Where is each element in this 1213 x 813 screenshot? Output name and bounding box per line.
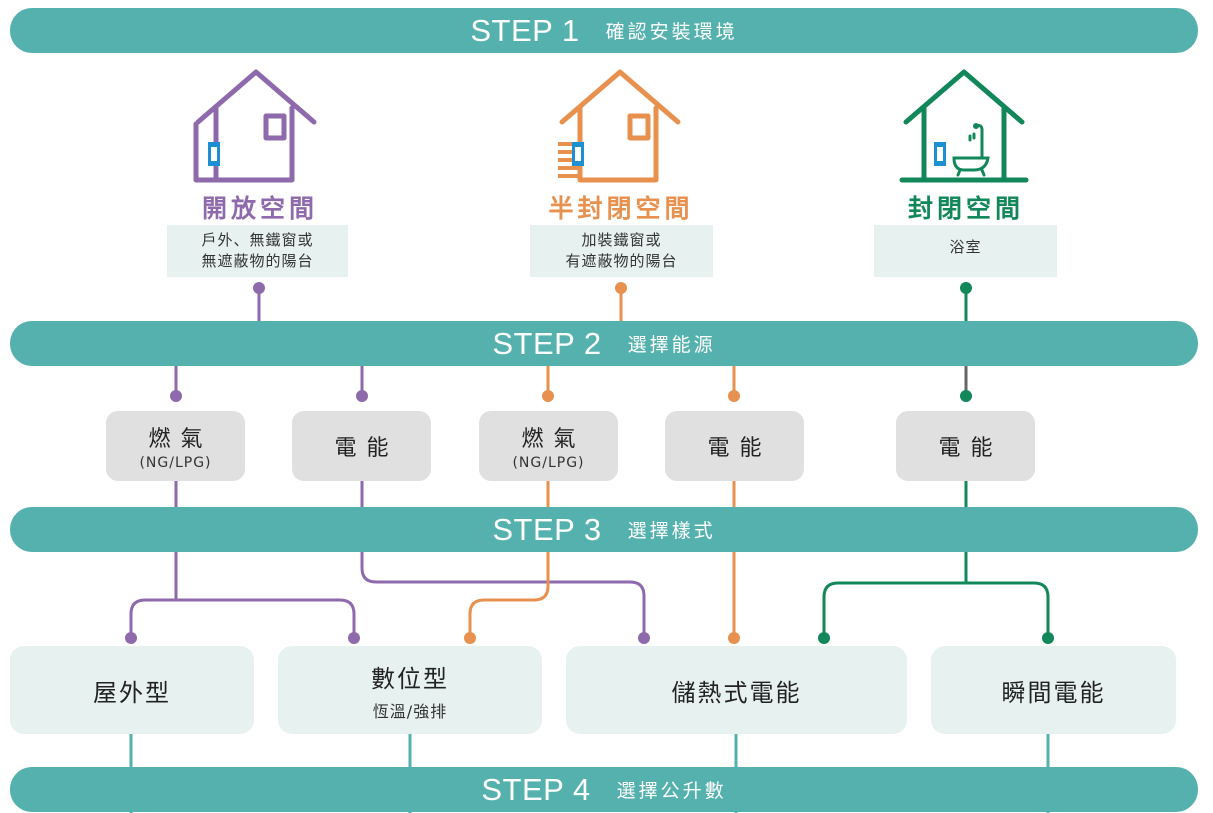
energy-sublabel: (NG/LPG)	[512, 455, 585, 471]
connector-dot	[818, 632, 830, 644]
step-label: STEP 3	[492, 511, 602, 547]
connector-dot	[464, 632, 476, 644]
step-label: STEP 2	[492, 325, 602, 361]
description-line: 有遮蔽物的陽台	[565, 252, 678, 270]
semi-closed-space-title: 半封閉空間	[548, 194, 694, 223]
step-label: STEP 1	[470, 12, 580, 48]
connector-dot	[638, 632, 650, 644]
connector-dot	[728, 632, 740, 644]
description-line: 無遮蔽物的陽台	[201, 252, 314, 270]
semi-closed-space-description: 加裝鐵窗或 有遮蔽物的陽台	[530, 225, 713, 277]
style-option-outdoor: 屋外型	[10, 646, 254, 734]
energy-option-gas: 燃氣 (NG/LPG)	[479, 411, 618, 481]
connector-dot	[615, 282, 627, 294]
energy-to-step3-connectors	[174, 481, 968, 508]
style-label: 屋外型	[93, 678, 171, 707]
energy-option-electric: 電能	[896, 411, 1035, 481]
open-space-description: 戶外、無鐵窗或 無遮蔽物的陽台	[167, 225, 348, 277]
description-line: 浴室	[949, 238, 982, 256]
step-title: 選擇樣式	[627, 520, 716, 542]
step-title: 選擇能源	[627, 334, 716, 356]
step-1-bar: STEP 1 確認安裝環境	[10, 8, 1198, 53]
description-line: 戶外、無鐵窗或	[201, 231, 314, 249]
closed-space-description: 浴室	[874, 225, 1057, 277]
energy-label: 燃氣	[521, 427, 586, 452]
step-4-bar: STEP 4 選擇公升數	[10, 767, 1198, 812]
energy-option-gas: 燃氣 (NG/LPG)	[106, 411, 245, 481]
open-space-title: 開放空間	[201, 194, 318, 223]
connector-dot	[960, 282, 972, 294]
style-option-storage-electric: 儲熱式電能	[566, 646, 907, 734]
connector-gas-branch	[129, 551, 356, 638]
description-line: 加裝鐵窗或	[581, 231, 662, 249]
connector-dot	[1042, 632, 1054, 644]
step-title: 確認安裝環境	[605, 21, 738, 43]
step-2-bar: STEP 2 選擇能源	[10, 321, 1198, 366]
connector-dot	[960, 390, 972, 402]
style-connectors	[125, 551, 1054, 644]
connector-dot	[356, 390, 368, 402]
open-space-house-icon	[193, 69, 317, 183]
energy-label: 電能	[938, 436, 1003, 461]
energy-label: 燃氣	[148, 427, 213, 452]
style-option-digital: 數位型 恆溫/強排	[278, 646, 542, 734]
connector-gas-to-digital	[468, 551, 550, 638]
style-sublabel: 恆溫/強排	[372, 701, 448, 721]
energy-label: 電能	[334, 436, 399, 461]
connector-dot	[125, 632, 137, 644]
energy-label: 電能	[707, 436, 772, 461]
connector-dot	[253, 282, 265, 294]
step-title: 選擇公升數	[616, 780, 727, 802]
closed-space-house-icon	[899, 69, 1029, 183]
connector-dot	[728, 390, 740, 402]
style-label: 儲熱式電能	[671, 678, 802, 707]
style-label: 數位型	[371, 664, 449, 693]
connector-electric-branch	[822, 551, 1050, 638]
style-option-instant-electric: 瞬間電能	[931, 646, 1176, 734]
energy-option-electric: 電能	[292, 411, 431, 481]
step-label: STEP 4	[481, 771, 591, 807]
connector-dot	[542, 390, 554, 402]
connector-electric-to-storage	[360, 551, 646, 638]
connector-dot	[348, 632, 360, 644]
step-3-bar: STEP 3 選擇樣式	[10, 507, 1198, 552]
closed-space-title: 封閉空間	[907, 194, 1024, 223]
space-connectors	[253, 282, 972, 322]
energy-connectors	[170, 365, 972, 402]
energy-option-electric: 電能	[665, 411, 804, 481]
style-label: 瞬間電能	[1001, 678, 1106, 707]
semi-closed-space-house-icon	[558, 69, 681, 183]
connector-dot	[170, 390, 182, 402]
energy-sublabel: (NG/LPG)	[139, 455, 212, 471]
